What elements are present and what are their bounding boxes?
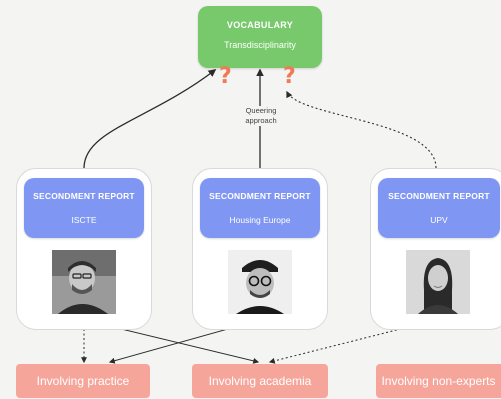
vocabulary-title: VOCABULARY [226,20,294,30]
report-node-upv[interactable]: SECONDMENT REPORT UPV [378,178,500,238]
question-mark-right: ? [283,64,296,89]
question-mark-left: ? [219,64,232,89]
outcome-involving-non-experts[interactable]: Involving non-experts [376,364,501,398]
report-node-iscte[interactable]: SECONDMENT REPORT ISCTE [24,178,144,238]
edge-label-queering-approach: Queering approach [238,106,284,126]
connector-upv-vocabulary [286,90,437,169]
report-title: SECONDMENT REPORT [33,191,135,201]
vocabulary-node[interactable]: VOCABULARY Transdisciplinarity [198,6,322,68]
report-title: SECONDMENT REPORT [388,191,490,201]
report-node-housing-europe[interactable]: SECONDMENT REPORT Housing Europe [200,178,320,238]
outcome-involving-academia[interactable]: Involving academia [192,364,328,398]
portrait-photo-upv [406,250,470,314]
outcome-involving-practice[interactable]: Involving practice [16,364,150,398]
report-title: SECONDMENT REPORT [209,191,311,201]
portrait-photo-iscte [52,250,116,314]
edge-label-line1: Queering [245,106,277,115]
report-org: UPV [430,215,448,225]
report-org: ISCTE [71,215,97,225]
edge-label-line2: approach [245,116,277,125]
portrait-photo-housing-europe [228,250,292,314]
connector-iscte-vocabulary [83,69,217,169]
report-org: Housing Europe [229,215,291,225]
vocabulary-subtitle: Transdisciplinarity [224,40,296,50]
